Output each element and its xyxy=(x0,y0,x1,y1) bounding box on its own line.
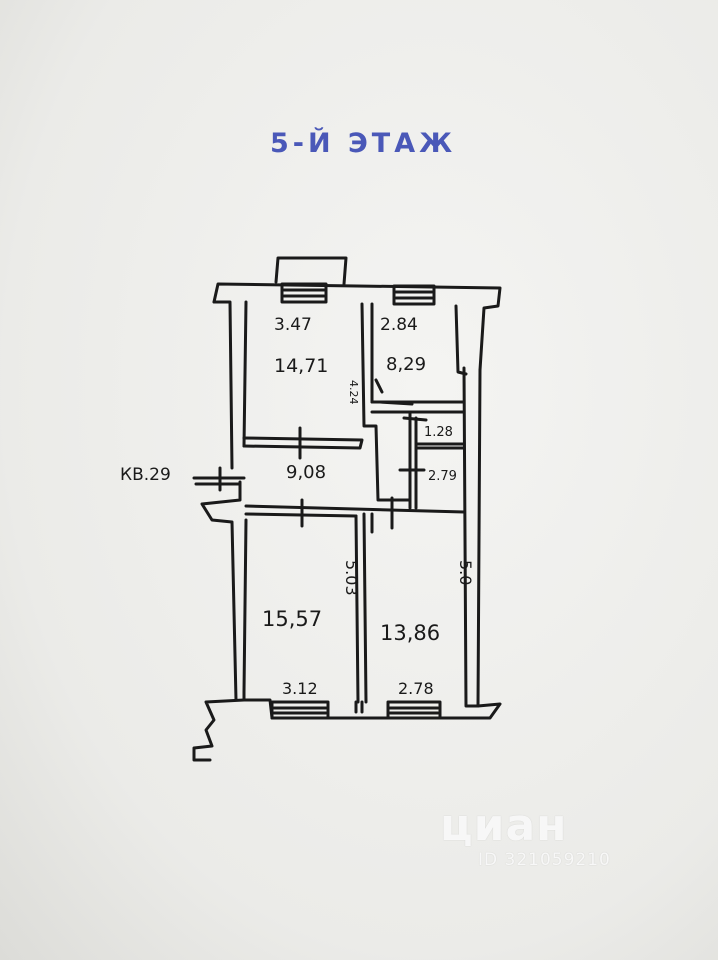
room-bottom-left-area: 15,57 xyxy=(262,607,322,631)
outer-wall-top xyxy=(212,282,502,372)
room-bottom-right-area: 13,86 xyxy=(380,621,440,645)
partition-bottom-center xyxy=(354,512,368,704)
outer-wall-left-inner xyxy=(242,300,248,448)
hall-area: 9,08 xyxy=(286,462,326,483)
top-balcony xyxy=(274,256,348,286)
wall-right-top xyxy=(454,304,468,376)
bottom-left-notch xyxy=(192,698,246,762)
bottom-wall-inner xyxy=(354,700,364,714)
partition-top-center xyxy=(360,302,374,428)
window-top-left xyxy=(280,282,328,304)
partition-wc-2 xyxy=(408,410,418,510)
room-bottom-left-width: 3.12 xyxy=(282,679,318,698)
room-bottom-left-depth: 5.03 xyxy=(342,560,361,596)
room-top-left-width: 3.47 xyxy=(274,315,312,335)
room-top-right-area: 8,29 xyxy=(386,354,426,375)
outer-wall-left-upper xyxy=(212,300,234,470)
partition-top-left-bottom xyxy=(242,436,364,450)
room-top-left-area: 14,71 xyxy=(274,355,328,377)
watermark: циан ID 321059210 xyxy=(440,800,680,880)
window-top-right xyxy=(392,284,436,306)
room-bottom-right-depth: 5.0 xyxy=(456,560,475,585)
window-bottom-left xyxy=(270,700,330,720)
small-room-2-area: 2.79 xyxy=(428,469,457,484)
outer-wall-right xyxy=(462,366,482,708)
listing-id: ID 321059210 xyxy=(478,850,611,870)
outer-wall-left-lower xyxy=(242,518,248,694)
room-top-left-depth: 4.24 xyxy=(347,380,360,405)
partition-wc-3 xyxy=(414,442,466,450)
room-top-right-width: 2.84 xyxy=(380,315,418,335)
floor-title: 5-Й ЭТАЖ xyxy=(270,128,457,159)
cian-logo: циан xyxy=(440,800,568,851)
small-room-1-area: 1.28 xyxy=(424,425,453,440)
partition-hall-bottom xyxy=(244,504,466,518)
window-bottom-right xyxy=(386,700,442,720)
room-bottom-right-width: 2.78 xyxy=(398,679,434,698)
outer-wall-left-mid xyxy=(200,480,242,702)
apartment-label: КВ.29 xyxy=(120,465,171,485)
partition-hall-right xyxy=(368,424,412,502)
